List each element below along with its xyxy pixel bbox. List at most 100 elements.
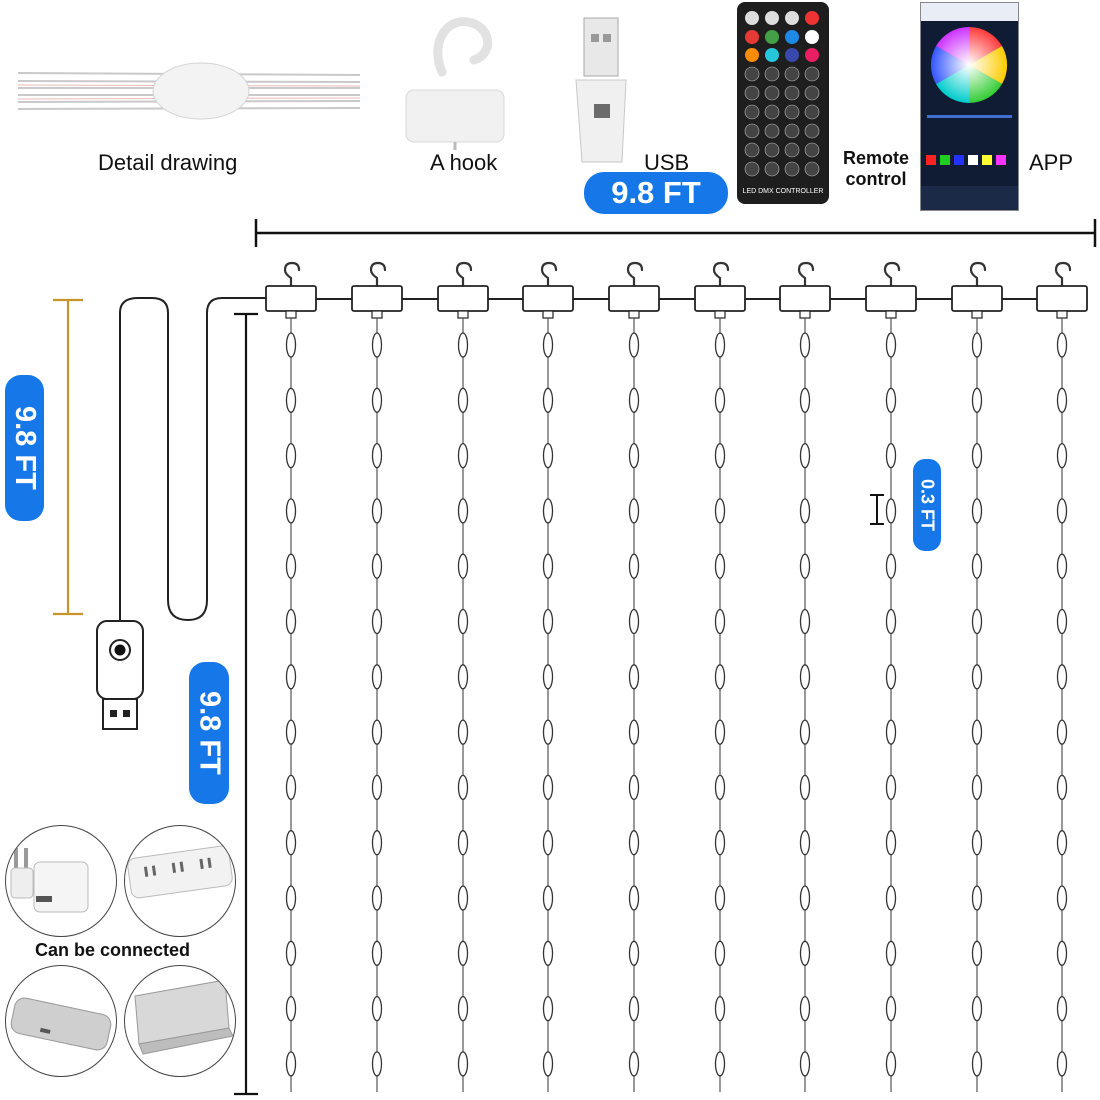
led-bulb bbox=[285, 498, 297, 524]
led-bulb bbox=[885, 719, 897, 745]
strand-connector bbox=[522, 285, 574, 312]
strand-connector bbox=[437, 285, 489, 312]
strand-connector bbox=[865, 285, 917, 312]
led-bulb bbox=[628, 498, 640, 524]
power-bank-icon bbox=[5, 965, 117, 1077]
led-bulb bbox=[457, 774, 469, 801]
hook-icon bbox=[540, 261, 558, 287]
led-bulb bbox=[457, 553, 469, 579]
led-bulb bbox=[714, 608, 726, 635]
led-bulb bbox=[285, 830, 297, 856]
strand-connector bbox=[351, 285, 403, 312]
led-bulb bbox=[971, 1051, 983, 1077]
curtain-height-dimension-line bbox=[234, 312, 258, 1096]
led-bulb bbox=[714, 774, 726, 801]
led-bulb bbox=[371, 885, 383, 911]
led-bulb bbox=[971, 498, 983, 524]
led-bulb bbox=[1056, 664, 1068, 690]
light-strand bbox=[1036, 261, 1088, 1092]
remote-label: LED DMX CONTROLLER bbox=[743, 188, 824, 195]
light-strand bbox=[694, 261, 746, 1092]
led-bulb bbox=[714, 1051, 726, 1077]
power-strip-icon bbox=[124, 825, 236, 937]
led-bulb bbox=[714, 442, 726, 469]
led-bulb bbox=[542, 498, 554, 524]
wire-detail-illustration bbox=[17, 62, 361, 120]
led-bulb bbox=[371, 774, 383, 801]
cable-length-dimension-line bbox=[53, 298, 83, 616]
led-bulb bbox=[799, 332, 811, 358]
led-bulb bbox=[457, 664, 469, 690]
led-bulb bbox=[542, 442, 554, 469]
led-bulb bbox=[885, 332, 897, 358]
hook-icon bbox=[455, 261, 473, 287]
led-bulb bbox=[542, 664, 554, 690]
strand-connector bbox=[265, 285, 317, 312]
led-bulb bbox=[542, 940, 554, 966]
laptop-icon bbox=[124, 965, 236, 1077]
led-bulb bbox=[457, 608, 469, 635]
led-bulb bbox=[1056, 332, 1068, 358]
led-bulb bbox=[799, 830, 811, 856]
wall-adapter-icon bbox=[5, 825, 117, 937]
led-bulb bbox=[1056, 1051, 1068, 1077]
usb-controller-product-icon bbox=[575, 17, 627, 163]
led-bulb bbox=[1056, 608, 1068, 635]
led-bulb bbox=[799, 442, 811, 469]
led-bulb bbox=[714, 719, 726, 745]
led-bulb bbox=[628, 664, 640, 690]
led-bulb bbox=[542, 830, 554, 856]
led-bulb bbox=[1056, 995, 1068, 1022]
led-bulb bbox=[885, 830, 897, 856]
led-bulb bbox=[1056, 774, 1068, 801]
hook-icon bbox=[626, 261, 644, 287]
led-bulb bbox=[628, 719, 640, 745]
led-bulb bbox=[371, 664, 383, 690]
led-bulb bbox=[885, 553, 897, 579]
led-bulb bbox=[1056, 719, 1068, 745]
led-bulb bbox=[714, 332, 726, 358]
top-width-dimension-line bbox=[254, 219, 1097, 247]
led-bulb bbox=[542, 332, 554, 358]
led-bulb bbox=[799, 995, 811, 1022]
led-bulb bbox=[885, 387, 897, 413]
led-bulb bbox=[971, 332, 983, 358]
led-bulb bbox=[971, 719, 983, 745]
led-bulb bbox=[799, 498, 811, 524]
led-bulb bbox=[542, 719, 554, 745]
led-bulb bbox=[971, 608, 983, 635]
led-bulb bbox=[885, 1051, 897, 1077]
led-bulb bbox=[285, 719, 297, 745]
caption-detail-drawing: Detail drawing bbox=[98, 150, 238, 175]
hook-icon bbox=[797, 261, 815, 287]
led-bulb bbox=[1056, 940, 1068, 966]
led-bulb bbox=[371, 387, 383, 413]
led-bulb bbox=[628, 1051, 640, 1077]
led-bulb bbox=[799, 664, 811, 690]
hook-icon bbox=[1054, 261, 1072, 287]
bulb-spacing-badge: 0.3 FT bbox=[913, 459, 941, 551]
led-bulb bbox=[285, 664, 297, 690]
led-bulb bbox=[628, 442, 640, 469]
led-bulb bbox=[285, 442, 297, 469]
led-bulb bbox=[457, 830, 469, 856]
led-bulb bbox=[371, 995, 383, 1022]
led-bulb bbox=[1056, 387, 1068, 413]
led-bulb bbox=[714, 885, 726, 911]
led-bulb bbox=[457, 387, 469, 413]
caption-usb: USB bbox=[644, 150, 690, 175]
led-bulb bbox=[542, 608, 554, 635]
led-bulb bbox=[371, 940, 383, 966]
led-bulb bbox=[628, 332, 640, 358]
led-bulb bbox=[542, 885, 554, 911]
led-bulb bbox=[971, 442, 983, 469]
hook-icon bbox=[969, 261, 987, 287]
usb-plug-icon bbox=[96, 620, 144, 730]
hook-icon bbox=[369, 261, 387, 287]
led-bulb bbox=[285, 774, 297, 801]
led-bulb bbox=[457, 719, 469, 745]
app-screenshot-image bbox=[920, 2, 1019, 211]
led-bulb bbox=[971, 830, 983, 856]
led-bulb bbox=[1056, 442, 1068, 469]
